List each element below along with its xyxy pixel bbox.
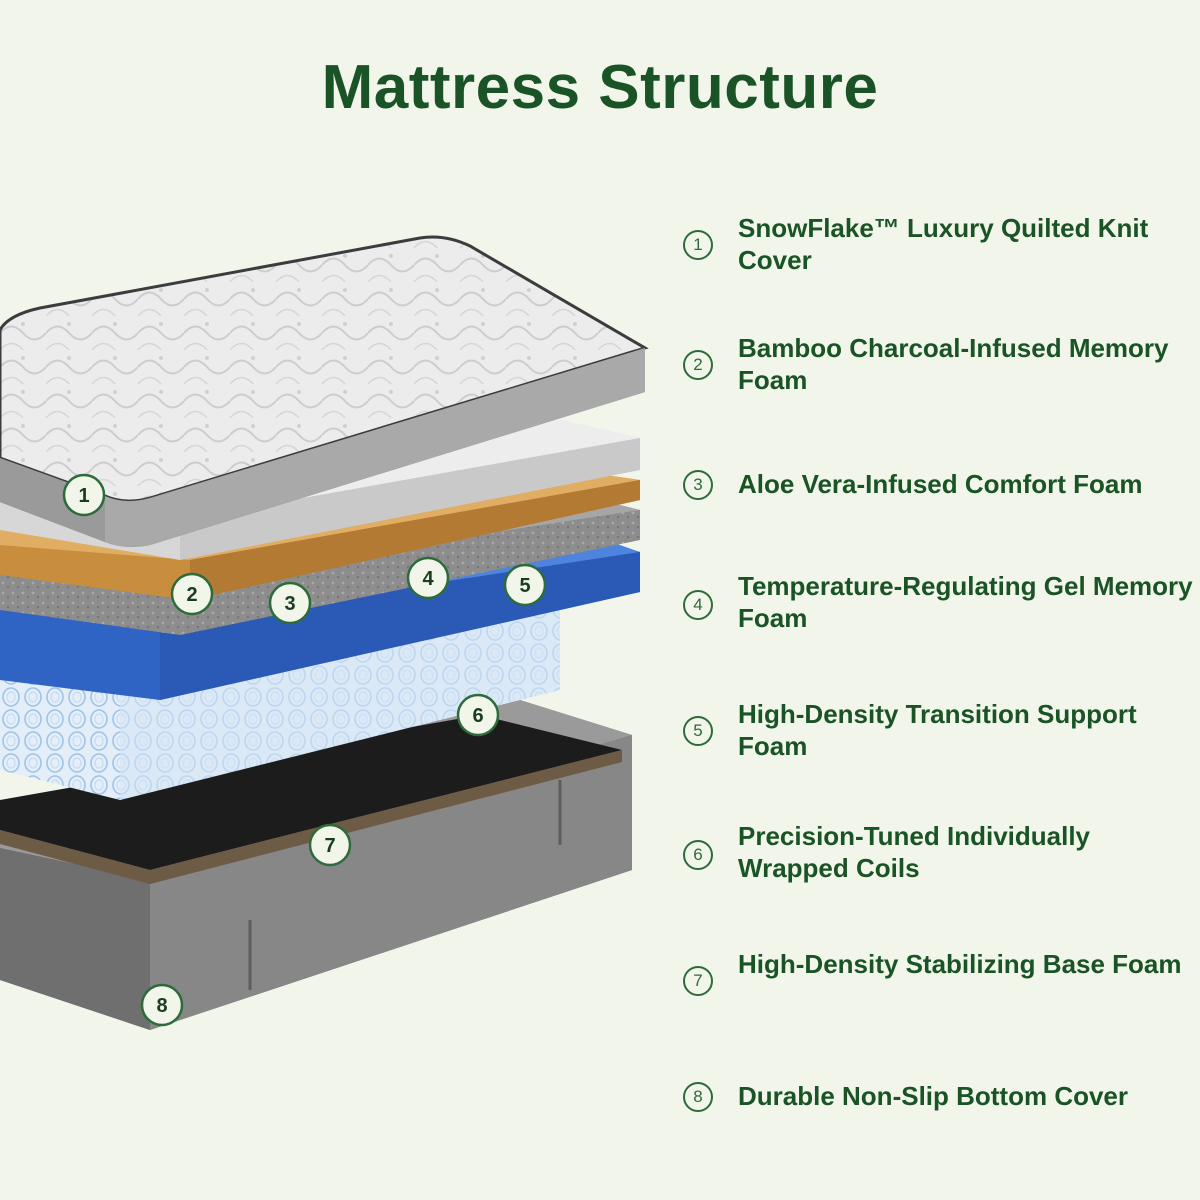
number-badge: 4: [683, 590, 713, 620]
legend-label: High-Density Stabilizing Base Foam: [738, 948, 1193, 980]
legend-label: SnowFlake™ Luxury Quilted Knit Cover: [738, 212, 1193, 276]
svg-text:6: 6: [472, 705, 483, 727]
number-badge: 6: [683, 840, 713, 870]
mattress-illustration: 1 2 3 4 5 6 7 8: [0, 180, 680, 1080]
layer-marker-3: 3: [270, 583, 310, 623]
layer-marker-4: 4: [408, 558, 448, 598]
legend-item: 3 Aloe Vera-Infused Comfort Foam: [680, 468, 1195, 548]
svg-text:4: 4: [422, 568, 434, 590]
svg-text:7: 7: [324, 835, 335, 857]
svg-text:3: 3: [284, 593, 295, 615]
legend-item: 8 Durable Non-Slip Bottom Cover: [680, 1080, 1195, 1160]
legend-item: 1 SnowFlake™ Luxury Quilted Knit Cover: [680, 210, 1195, 290]
svg-text:5: 5: [519, 575, 530, 597]
layer-marker-1: 1: [64, 475, 104, 515]
legend-label: Aloe Vera-Infused Comfort Foam: [738, 468, 1193, 500]
layer-marker-8: 8: [142, 985, 182, 1025]
legend-item: 7 High-Density Stabilizing Base Foam: [680, 948, 1195, 1028]
layer-marker-7: 7: [310, 825, 350, 865]
svg-text:8: 8: [156, 995, 167, 1017]
legend-item: 6 Precision-Tuned Individually Wrapped C…: [680, 820, 1195, 900]
number-badge: 1: [683, 230, 713, 260]
layer-marker-5: 5: [505, 565, 545, 605]
layer-marker-2: 2: [172, 574, 212, 614]
number-badge: 7: [683, 966, 713, 996]
layer-legend: 1 SnowFlake™ Luxury Quilted Knit Cover 2…: [680, 210, 1200, 1140]
number-badge: 3: [683, 470, 713, 500]
svg-text:2: 2: [186, 584, 197, 606]
legend-label: Temperature-Regulating Gel Memory Foam: [738, 570, 1193, 634]
legend-item: 4 Temperature-Regulating Gel Memory Foam: [680, 570, 1195, 650]
legend-label: High-Density Transition Support Foam: [738, 698, 1193, 762]
svg-text:1: 1: [78, 485, 89, 507]
legend-item: 5 High-Density Transition Support Foam: [680, 698, 1195, 778]
number-badge: 5: [683, 716, 713, 746]
layer-marker-6: 6: [458, 695, 498, 735]
number-badge: 8: [683, 1082, 713, 1112]
number-badge: 2: [683, 350, 713, 380]
legend-item: 2 Bamboo Charcoal-Infused Memory Foam: [680, 332, 1195, 412]
page-title: Mattress Structure: [0, 52, 1200, 123]
legend-label: Precision-Tuned Individually Wrapped Coi…: [738, 820, 1193, 884]
legend-label: Durable Non-Slip Bottom Cover: [738, 1080, 1193, 1112]
legend-label: Bamboo Charcoal-Infused Memory Foam: [738, 332, 1193, 396]
